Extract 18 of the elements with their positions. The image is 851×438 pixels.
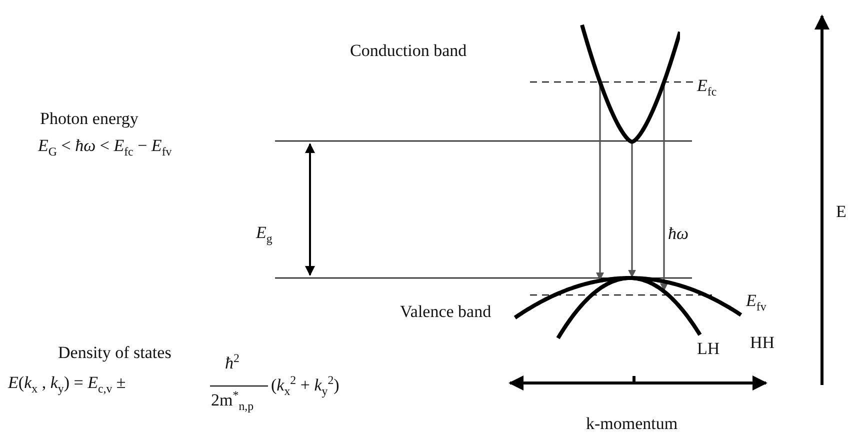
axis-label: E <box>836 203 846 222</box>
fermi-level-label: E$_{fc}$ <box>697 77 717 98</box>
band-label: LH <box>697 340 720 359</box>
formula-text: E(k$_{x}$ , k$_{y}$) = E$_{c,v}$ ± <box>8 374 126 396</box>
photon-energy-label: ħω <box>668 225 689 244</box>
formula-text: (k$_{x}$$^{2}$ + k$_{y}$$^{2}$) <box>271 374 340 398</box>
axis-label: k-momentum <box>586 415 678 434</box>
formula-numerator: ħ$^{2}$ <box>225 352 240 374</box>
heading-text: Density of states <box>58 344 172 363</box>
bandgap-label: E$_{g}$ <box>256 224 272 246</box>
band-label: Valence band <box>400 303 492 322</box>
formula-text: E$_{G}$ < ħω < E$_{fc}$ − E$_{fv}$ <box>38 137 172 158</box>
band-label: HH <box>750 334 775 353</box>
band-label: Conduction band <box>350 42 467 61</box>
heading-text: Photon energy <box>40 110 138 129</box>
conduction-band-curve <box>578 22 680 146</box>
transition-arrow <box>628 142 636 278</box>
fermi-level-label: E$_{fv}$ <box>746 292 766 314</box>
